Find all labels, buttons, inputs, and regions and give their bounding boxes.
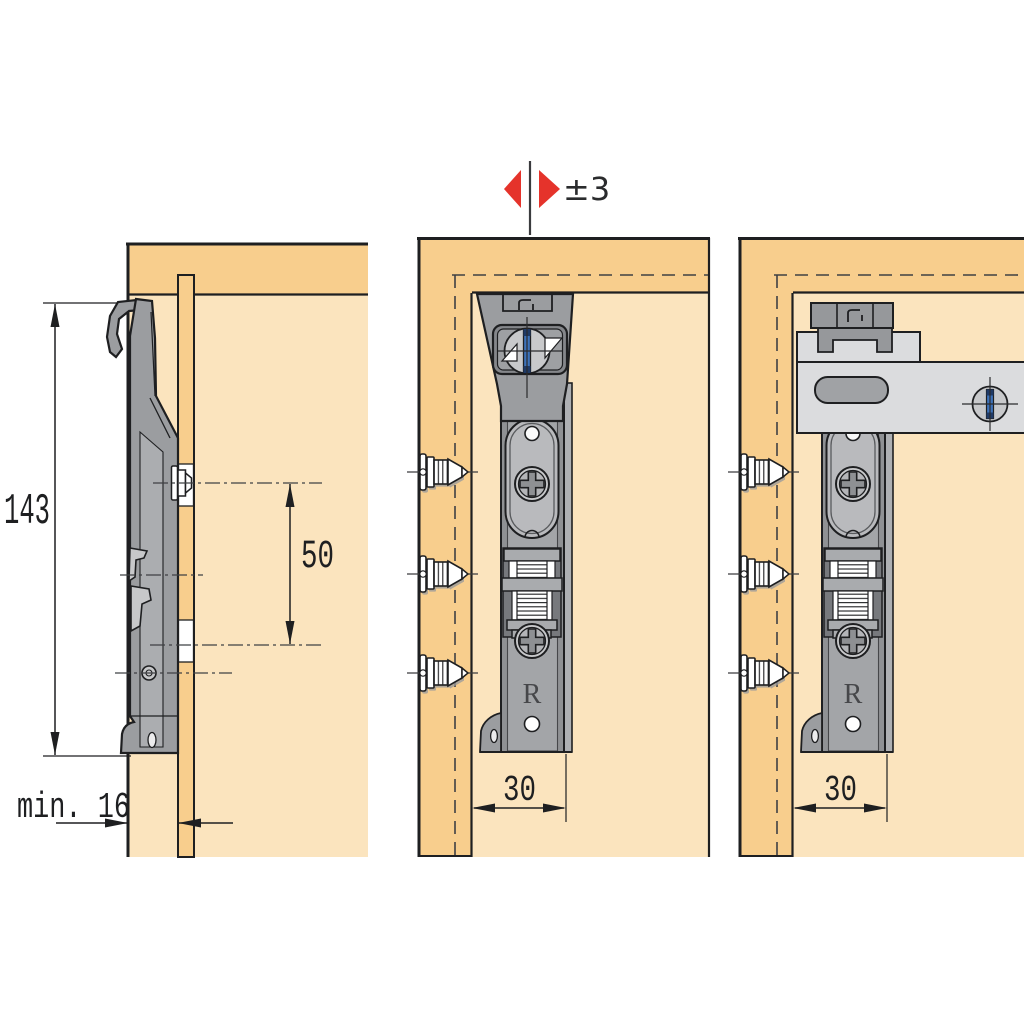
foot-slot-hole-side: [147, 731, 157, 749]
latch-claw-upper: [128, 547, 149, 583]
adjust-arrow-right-icon: [539, 170, 560, 208]
rail-slot: [814, 376, 889, 404]
bracket-hook: [105, 298, 143, 359]
dimension-min-16: min. 16: [17, 787, 233, 828]
hanger-hook-foot: [817, 327, 893, 353]
adjust-range-label: ±3: [563, 170, 610, 208]
side-view: 143 50 min. 16: [4, 242, 368, 858]
hanger-head-tab: [810, 302, 894, 329]
rail-cam-screw: [962, 377, 1018, 431]
dim-143-label: 143: [4, 487, 50, 537]
dimension-30-front: 30: [472, 754, 567, 822]
dimension-143: 143: [4, 302, 131, 757]
back-panel-section: [177, 274, 195, 858]
lateral-adjust-symbol: ±3: [504, 161, 610, 235]
dim-30-front-label: 30: [503, 770, 536, 811]
back-panel-cutout-lower: [177, 619, 195, 663]
top-rail: [419, 238, 710, 293]
head-top-tab: [502, 294, 553, 312]
adjust-arrow-left-icon: [504, 170, 521, 208]
top-rail: [740, 238, 1024, 293]
dim-30-mounted-label: 30: [824, 770, 857, 811]
hanger-head: [475, 292, 575, 423]
front-view: ±3 30: [406, 161, 711, 857]
cam-pointer-right: [544, 337, 564, 360]
top-panel-section: [128, 243, 368, 295]
latch-claw-lower: [130, 585, 152, 633]
dimension-30-mounted: 30: [793, 754, 888, 822]
wall-rail-assembly: [796, 302, 1024, 434]
suspension-bracket-side: [105, 297, 180, 755]
dim-50-label: 50: [301, 535, 334, 580]
mounted-view: 30: [727, 237, 1024, 857]
cam-pointer-left: [500, 342, 518, 362]
dimension-50: 50: [285, 484, 334, 644]
